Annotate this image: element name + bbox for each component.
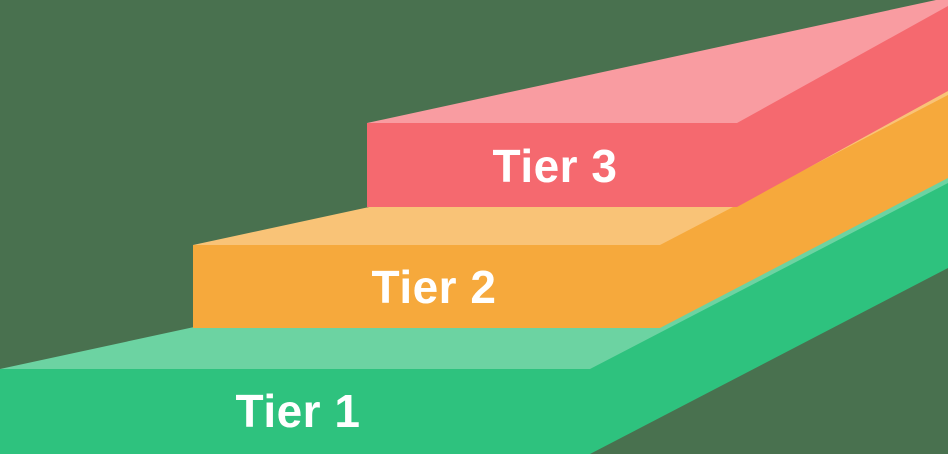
tier-3-front-face <box>367 6 948 207</box>
tier-1-front-face <box>0 183 948 454</box>
tier-2-front-face <box>193 95 948 328</box>
tier-3-top-face <box>367 0 948 126</box>
tier-1-label: Tier 1 <box>236 385 361 437</box>
tier-2-label: Tier 2 <box>372 261 497 313</box>
tier-3-label: Tier 3 <box>493 140 618 192</box>
